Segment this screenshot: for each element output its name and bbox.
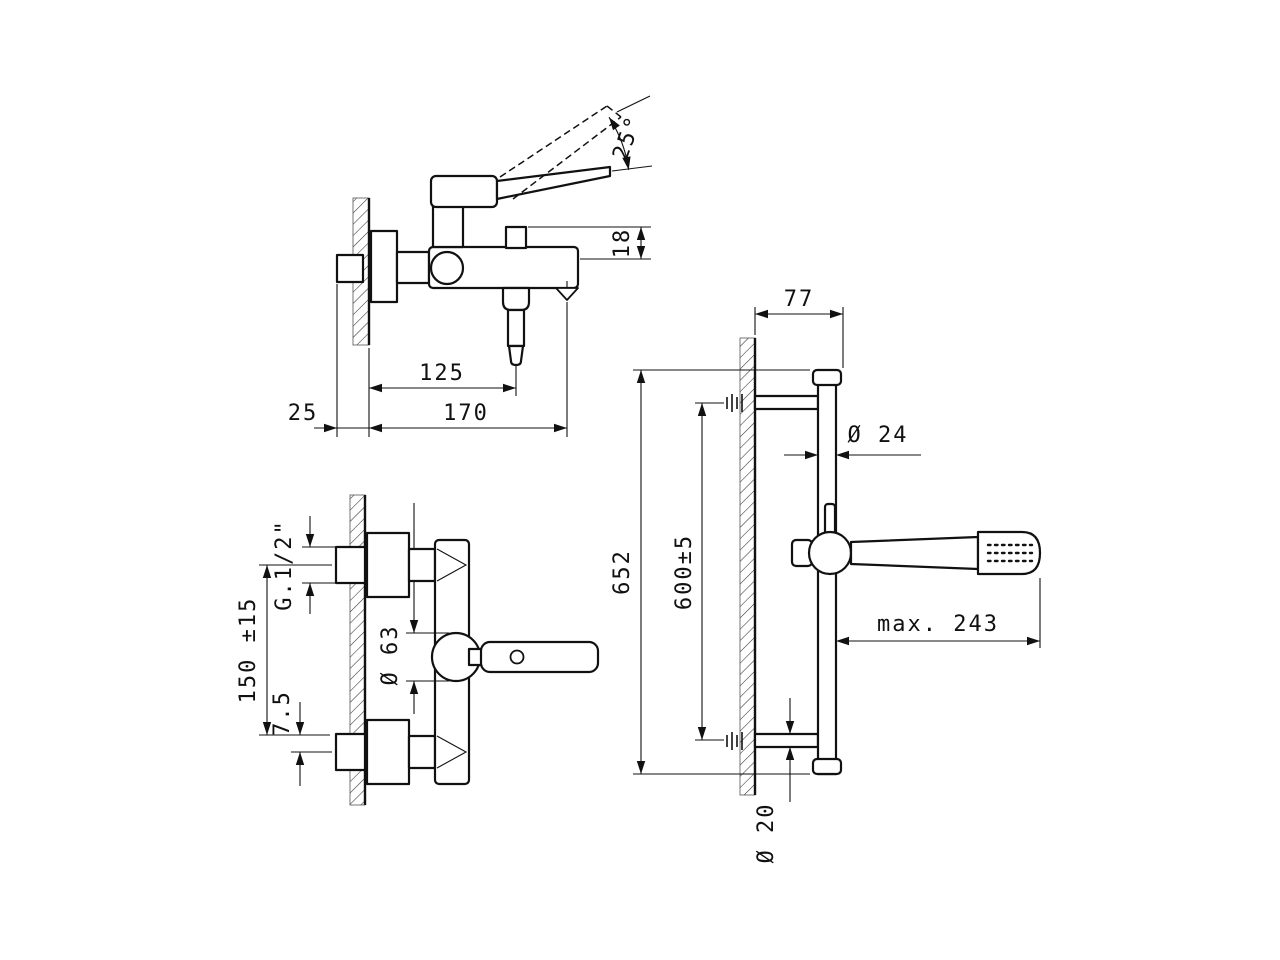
dim-label-150: 150 ±15 (236, 597, 261, 704)
dim-652: 652 (610, 369, 810, 775)
dim-label-25: 25 (288, 401, 319, 426)
dim-150: 150 ±15 (236, 564, 332, 736)
cartridge-circle (429, 250, 465, 286)
dim-label-77: 77 (784, 287, 815, 312)
dim-label-600: 600±5 (672, 534, 697, 610)
handshower-outlet (501, 286, 531, 367)
rail-view: 77 Ø 24 652 600±5 (610, 287, 1042, 864)
dim-label-170: 170 (443, 401, 489, 426)
dim-7-5: 7.5 (270, 690, 332, 786)
dim-63: Ø 63 (378, 503, 449, 714)
dim-angle: 25° (605, 95, 653, 172)
rail-bracket-bottom (753, 732, 820, 749)
dim-label-20: Ø 20 (754, 803, 779, 864)
supply-connection-top (334, 531, 437, 599)
supply-connection-bottom (334, 718, 437, 786)
dim-max-243: max. 243 (836, 578, 1041, 648)
dim-label-max-243: max. 243 (877, 612, 999, 637)
dim-label-7-5: 7.5 (270, 690, 295, 736)
handshower (849, 530, 1042, 576)
dim-170: 170 25 (288, 284, 568, 437)
dim-label-angle: 25° (608, 112, 647, 164)
front-view: G.1/2" 150 ±15 7.5 (236, 494, 600, 806)
diverter-knob (504, 225, 528, 250)
dim-label-63: Ø 63 (378, 625, 403, 686)
dim-600: 600±5 (672, 402, 724, 741)
dim-20: Ø 20 (754, 698, 795, 864)
dim-label-18: 18 (610, 228, 635, 259)
side-view: 25° 18 125 170 2 (288, 95, 653, 437)
dim-label-652: 652 (610, 549, 635, 595)
wall-screw-bottom (726, 732, 743, 750)
aerator-outlet (555, 281, 579, 301)
lever-raised-outline (499, 105, 622, 200)
rail-bracket-top (753, 394, 820, 411)
control-lever (429, 165, 612, 209)
wall-screw-top (726, 394, 743, 412)
dim-label-24: Ø 24 (848, 423, 909, 448)
dim-77: 77 (754, 287, 844, 368)
dim-125: 125 (368, 348, 517, 437)
mixer-lever (467, 640, 600, 674)
dim-label-125: 125 (419, 361, 465, 386)
dim-24: Ø 24 (784, 423, 921, 460)
inlet-connector (335, 229, 431, 304)
wall-cross-section-rail (739, 337, 757, 796)
dim-18: 18 (528, 226, 651, 260)
mixer-body (427, 201, 580, 290)
